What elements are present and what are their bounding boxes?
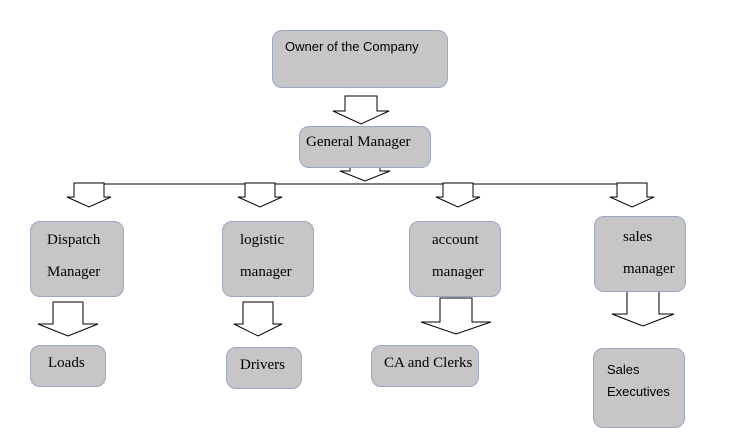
sales-manager-label-line2: manager bbox=[623, 261, 675, 277]
arrow-to-dispatch-icon bbox=[66, 182, 112, 208]
owner-box: Owner of the Company bbox=[272, 30, 448, 88]
arrow-to-account-icon bbox=[435, 182, 481, 208]
ca-clerks-label: CA and Clerks bbox=[384, 355, 473, 371]
arrow-owner-to-gm-icon bbox=[332, 95, 390, 125]
ca-clerks-box: CA and Clerks bbox=[371, 345, 479, 387]
sales-manager-box: sales manager bbox=[594, 216, 686, 292]
arrow-logistic-to-drivers-icon bbox=[233, 301, 283, 337]
dispatch-manager-label-line1: Dispatch bbox=[47, 232, 101, 248]
sales-executives-label-line2: Executives bbox=[607, 384, 670, 399]
arrow-sales-to-executives-icon bbox=[611, 289, 675, 327]
arrow-dispatch-to-loads-icon bbox=[37, 301, 99, 337]
sales-manager-label-line1: sales bbox=[623, 229, 653, 245]
loads-box: Loads bbox=[30, 345, 106, 387]
dispatch-manager-box: Dispatch Manager bbox=[30, 221, 124, 297]
account-manager-label-line1: account bbox=[432, 232, 479, 248]
loads-label: Loads bbox=[48, 355, 85, 371]
logistic-manager-box: logistic manager bbox=[222, 221, 314, 297]
account-manager-box: account manager bbox=[409, 221, 501, 297]
drivers-box: Drivers bbox=[226, 347, 302, 389]
drivers-label: Drivers bbox=[240, 357, 285, 373]
logistic-manager-label-line2: manager bbox=[240, 264, 292, 280]
account-manager-label-line2: manager bbox=[432, 264, 484, 280]
arrow-to-sales-icon bbox=[609, 182, 655, 208]
arrow-account-to-ca-clerks-icon bbox=[420, 297, 492, 335]
owner-label: Owner of the Company bbox=[285, 39, 419, 54]
general-manager-box: General Manager bbox=[299, 126, 431, 168]
sales-executives-box: Sales Executives bbox=[593, 348, 685, 428]
dispatch-manager-label-line2: Manager bbox=[47, 264, 101, 280]
general-manager-label: General Manager bbox=[306, 134, 411, 150]
arrow-to-logistic-icon bbox=[237, 182, 283, 208]
sales-executives-label-line1: Sales bbox=[607, 362, 640, 377]
logistic-manager-label-line1: logistic bbox=[240, 232, 285, 248]
